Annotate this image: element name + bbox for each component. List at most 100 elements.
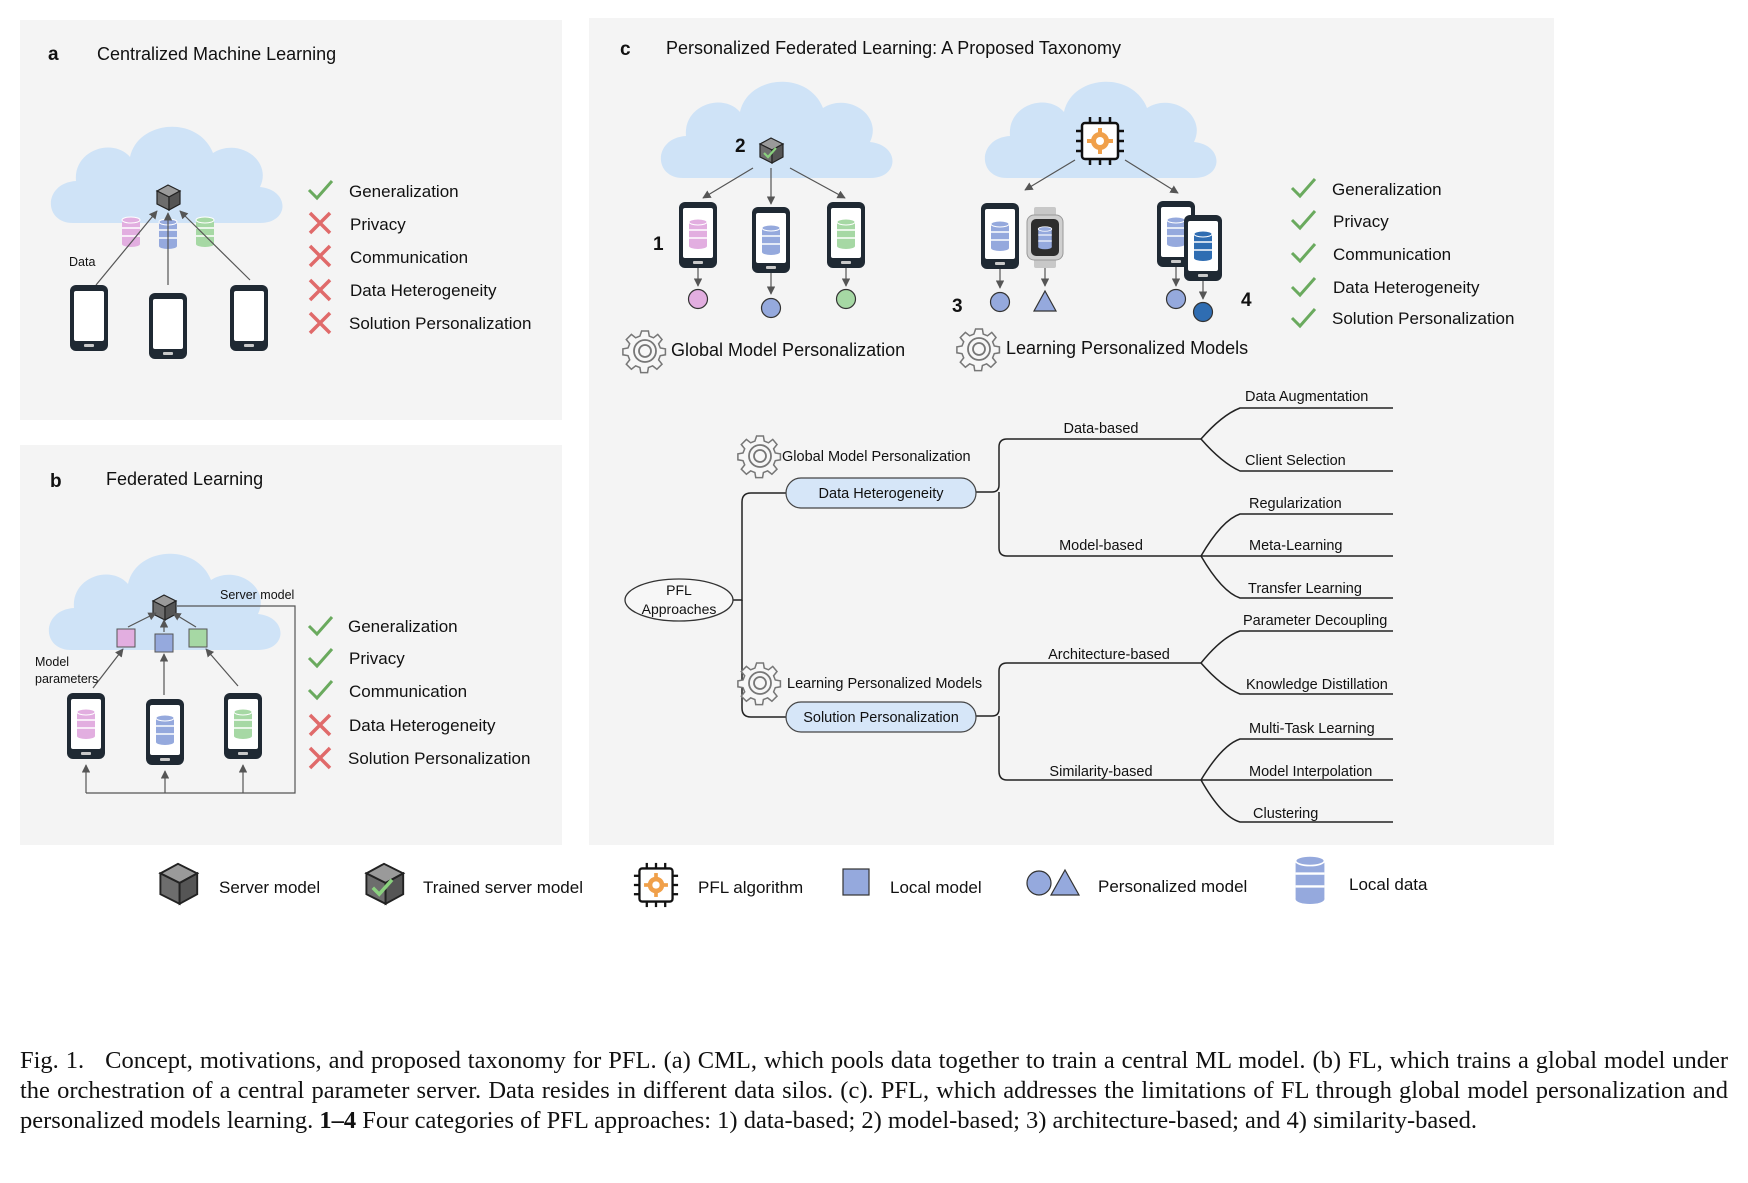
category-number-2: 2 xyxy=(735,136,746,157)
database-icon-pink xyxy=(76,708,96,740)
legend-local-model-icon xyxy=(842,868,870,896)
panel-c: c Personalized Federated Learning: A Pro… xyxy=(589,18,1554,845)
panel-c-checklist: Generalization Privacy Communication Dat… xyxy=(1290,177,1514,328)
branch-similarity-based: Similarity-based xyxy=(1049,764,1152,780)
figure-canvas: a Centralized Machine Learning Data Gene… xyxy=(20,18,1554,909)
personalized-model-circle-blue xyxy=(760,297,782,319)
personalized-model-circle-blue xyxy=(989,291,1011,313)
panel-b-checklist: Generalization Privacy Communication Dat… xyxy=(307,615,530,770)
legend-personalized-model-triangle-icon xyxy=(1049,868,1081,896)
leaf-meta-learning: Meta-Learning xyxy=(1249,538,1343,554)
legend-pfl-algorithm-label: PFL algorithm xyxy=(698,878,803,897)
legend-server-model-icon xyxy=(159,862,199,905)
panel-c-title: Personalized Federated Learning: A Propo… xyxy=(666,38,1121,58)
local-model-square-blue xyxy=(154,633,174,653)
legend-trained-server-model-icon xyxy=(364,862,405,906)
local-model-square-pink xyxy=(116,628,136,648)
leaf-model-interpolation: Model Interpolation xyxy=(1249,764,1372,780)
personalized-model-triangle xyxy=(1032,289,1058,312)
leaf-client-selection: Client Selection xyxy=(1245,453,1346,469)
checklist-item-label: Solution Personalization xyxy=(348,749,530,768)
caption-text: Concept, motivations, and proposed taxon… xyxy=(20,1047,1729,1134)
caption-prefix: Fig. 1. xyxy=(20,1047,85,1074)
leaf-multi-task-learning: Multi-Task Learning xyxy=(1249,721,1375,737)
legend-local-model-label: Local model xyxy=(890,878,982,897)
model-parameters-label-line2: parameters xyxy=(35,672,98,686)
trained-server-model-icon xyxy=(758,136,785,165)
leaf-transfer-learning: Transfer Learning xyxy=(1248,581,1362,597)
panel-c-left-arrows xyxy=(693,167,851,295)
panel-a-title: Centralized Machine Learning xyxy=(97,44,336,64)
data-heterogeneity-pill xyxy=(785,477,977,509)
personalized-model-circle-green xyxy=(835,288,857,310)
checklist-item-label: Communication xyxy=(1333,245,1451,264)
learning-personalized-models-label: Learning Personalized Models xyxy=(1006,338,1248,358)
branch-model-based: Model-based xyxy=(1059,538,1143,554)
data-heterogeneity-pill-label: Data Heterogeneity xyxy=(819,486,945,502)
leaf-data-augmentation: Data Augmentation xyxy=(1245,389,1368,405)
checklist-item-label: Solution Personalization xyxy=(349,314,531,333)
panel-c-right-arrows xyxy=(995,159,1208,300)
server-model-label: Server model xyxy=(220,588,294,602)
database-icon-pink xyxy=(688,218,708,250)
caption-bold-range: 1–4 xyxy=(319,1107,357,1134)
model-parameters-label-line1: Model xyxy=(35,655,69,669)
checklist-item-label: Data Heterogeneity xyxy=(350,281,497,300)
checklist-item-label: Privacy xyxy=(1333,212,1389,231)
legend-pfl-algorithm-icon xyxy=(632,861,680,909)
checklist-item-label: Communication xyxy=(349,682,467,701)
root-label-line1: PFL xyxy=(666,582,692,598)
panel-a: a Centralized Machine Learning Data Gene… xyxy=(20,20,562,420)
smartwatch-icon xyxy=(1026,207,1064,268)
checklist-item-label: Generalization xyxy=(348,617,458,636)
data-label: Data xyxy=(69,255,95,269)
personalized-model-circle-blue xyxy=(1165,288,1187,310)
figure-caption: Fig. 1. Concept, motivations, and propos… xyxy=(20,1046,1728,1136)
checklist-item-label: Privacy xyxy=(349,649,405,668)
legend-trained-server-model-label: Trained server model xyxy=(423,878,583,897)
phone-icon xyxy=(230,285,268,351)
solution-personalization-pill xyxy=(785,701,977,733)
category-number-1: 1 xyxy=(653,234,664,255)
gear-icon xyxy=(622,330,667,374)
category-number-3: 3 xyxy=(952,296,963,317)
legend: Server model Trained server model PFL al… xyxy=(159,854,1428,909)
caption-text-2: Four categories of PFL approaches: 1) da… xyxy=(362,1107,1478,1134)
server-model-cube-icon xyxy=(152,594,177,621)
panel-b: b Federated Learning Server model Model … xyxy=(20,445,562,845)
root-label-line2: Approaches xyxy=(642,601,717,617)
database-icon-blue xyxy=(155,714,175,746)
branch-data-based: Data-based xyxy=(1064,421,1139,437)
checklist-item-label: Data Heterogeneity xyxy=(349,716,496,735)
global-model-personalization-label: Global Model Personalization xyxy=(671,340,905,360)
solution-personalization-pill-label: Solution Personalization xyxy=(803,710,959,726)
panel-c-letter: c xyxy=(620,39,631,60)
gear-icon xyxy=(737,435,782,479)
database-icon-dark-blue xyxy=(1193,230,1213,262)
personalized-model-circle-dark-blue xyxy=(1192,301,1214,323)
tree-learning-personalized-models-label: Learning Personalized Models xyxy=(787,676,982,692)
tree-global-model-personalization-label: Global Model Personalization xyxy=(782,449,971,465)
leaf-regularization: Regularization xyxy=(1249,496,1342,512)
database-icon-blue xyxy=(1166,216,1186,248)
panel-b-title: Federated Learning xyxy=(106,469,263,489)
leaf-clustering: Clustering xyxy=(1253,806,1318,822)
panel-b-arrows xyxy=(81,605,296,794)
panel-a-letter: a xyxy=(48,44,59,65)
panel-a-arrows xyxy=(95,210,251,286)
checklist-item-label: Communication xyxy=(350,248,468,267)
pfl-algorithm-chip-icon xyxy=(1074,115,1126,167)
root-node-pfl-approaches xyxy=(624,578,734,622)
checklist-item-label: Generalization xyxy=(349,182,459,201)
server-model-cube-icon xyxy=(156,184,181,211)
database-icon-blue xyxy=(990,220,1010,252)
taxonomy-tree: PFL Approaches Global Model Personalizat… xyxy=(624,389,1393,823)
database-icon-blue xyxy=(761,224,781,256)
checklist-item-label: Solution Personalization xyxy=(1332,309,1514,328)
legend-local-data-icon xyxy=(1294,854,1326,906)
legend-local-data-label: Local data xyxy=(1349,875,1428,894)
phone-icon xyxy=(70,285,108,351)
database-icon-green xyxy=(233,708,253,740)
local-model-square-green xyxy=(188,628,208,648)
checklist-item-label: Privacy xyxy=(350,215,406,234)
